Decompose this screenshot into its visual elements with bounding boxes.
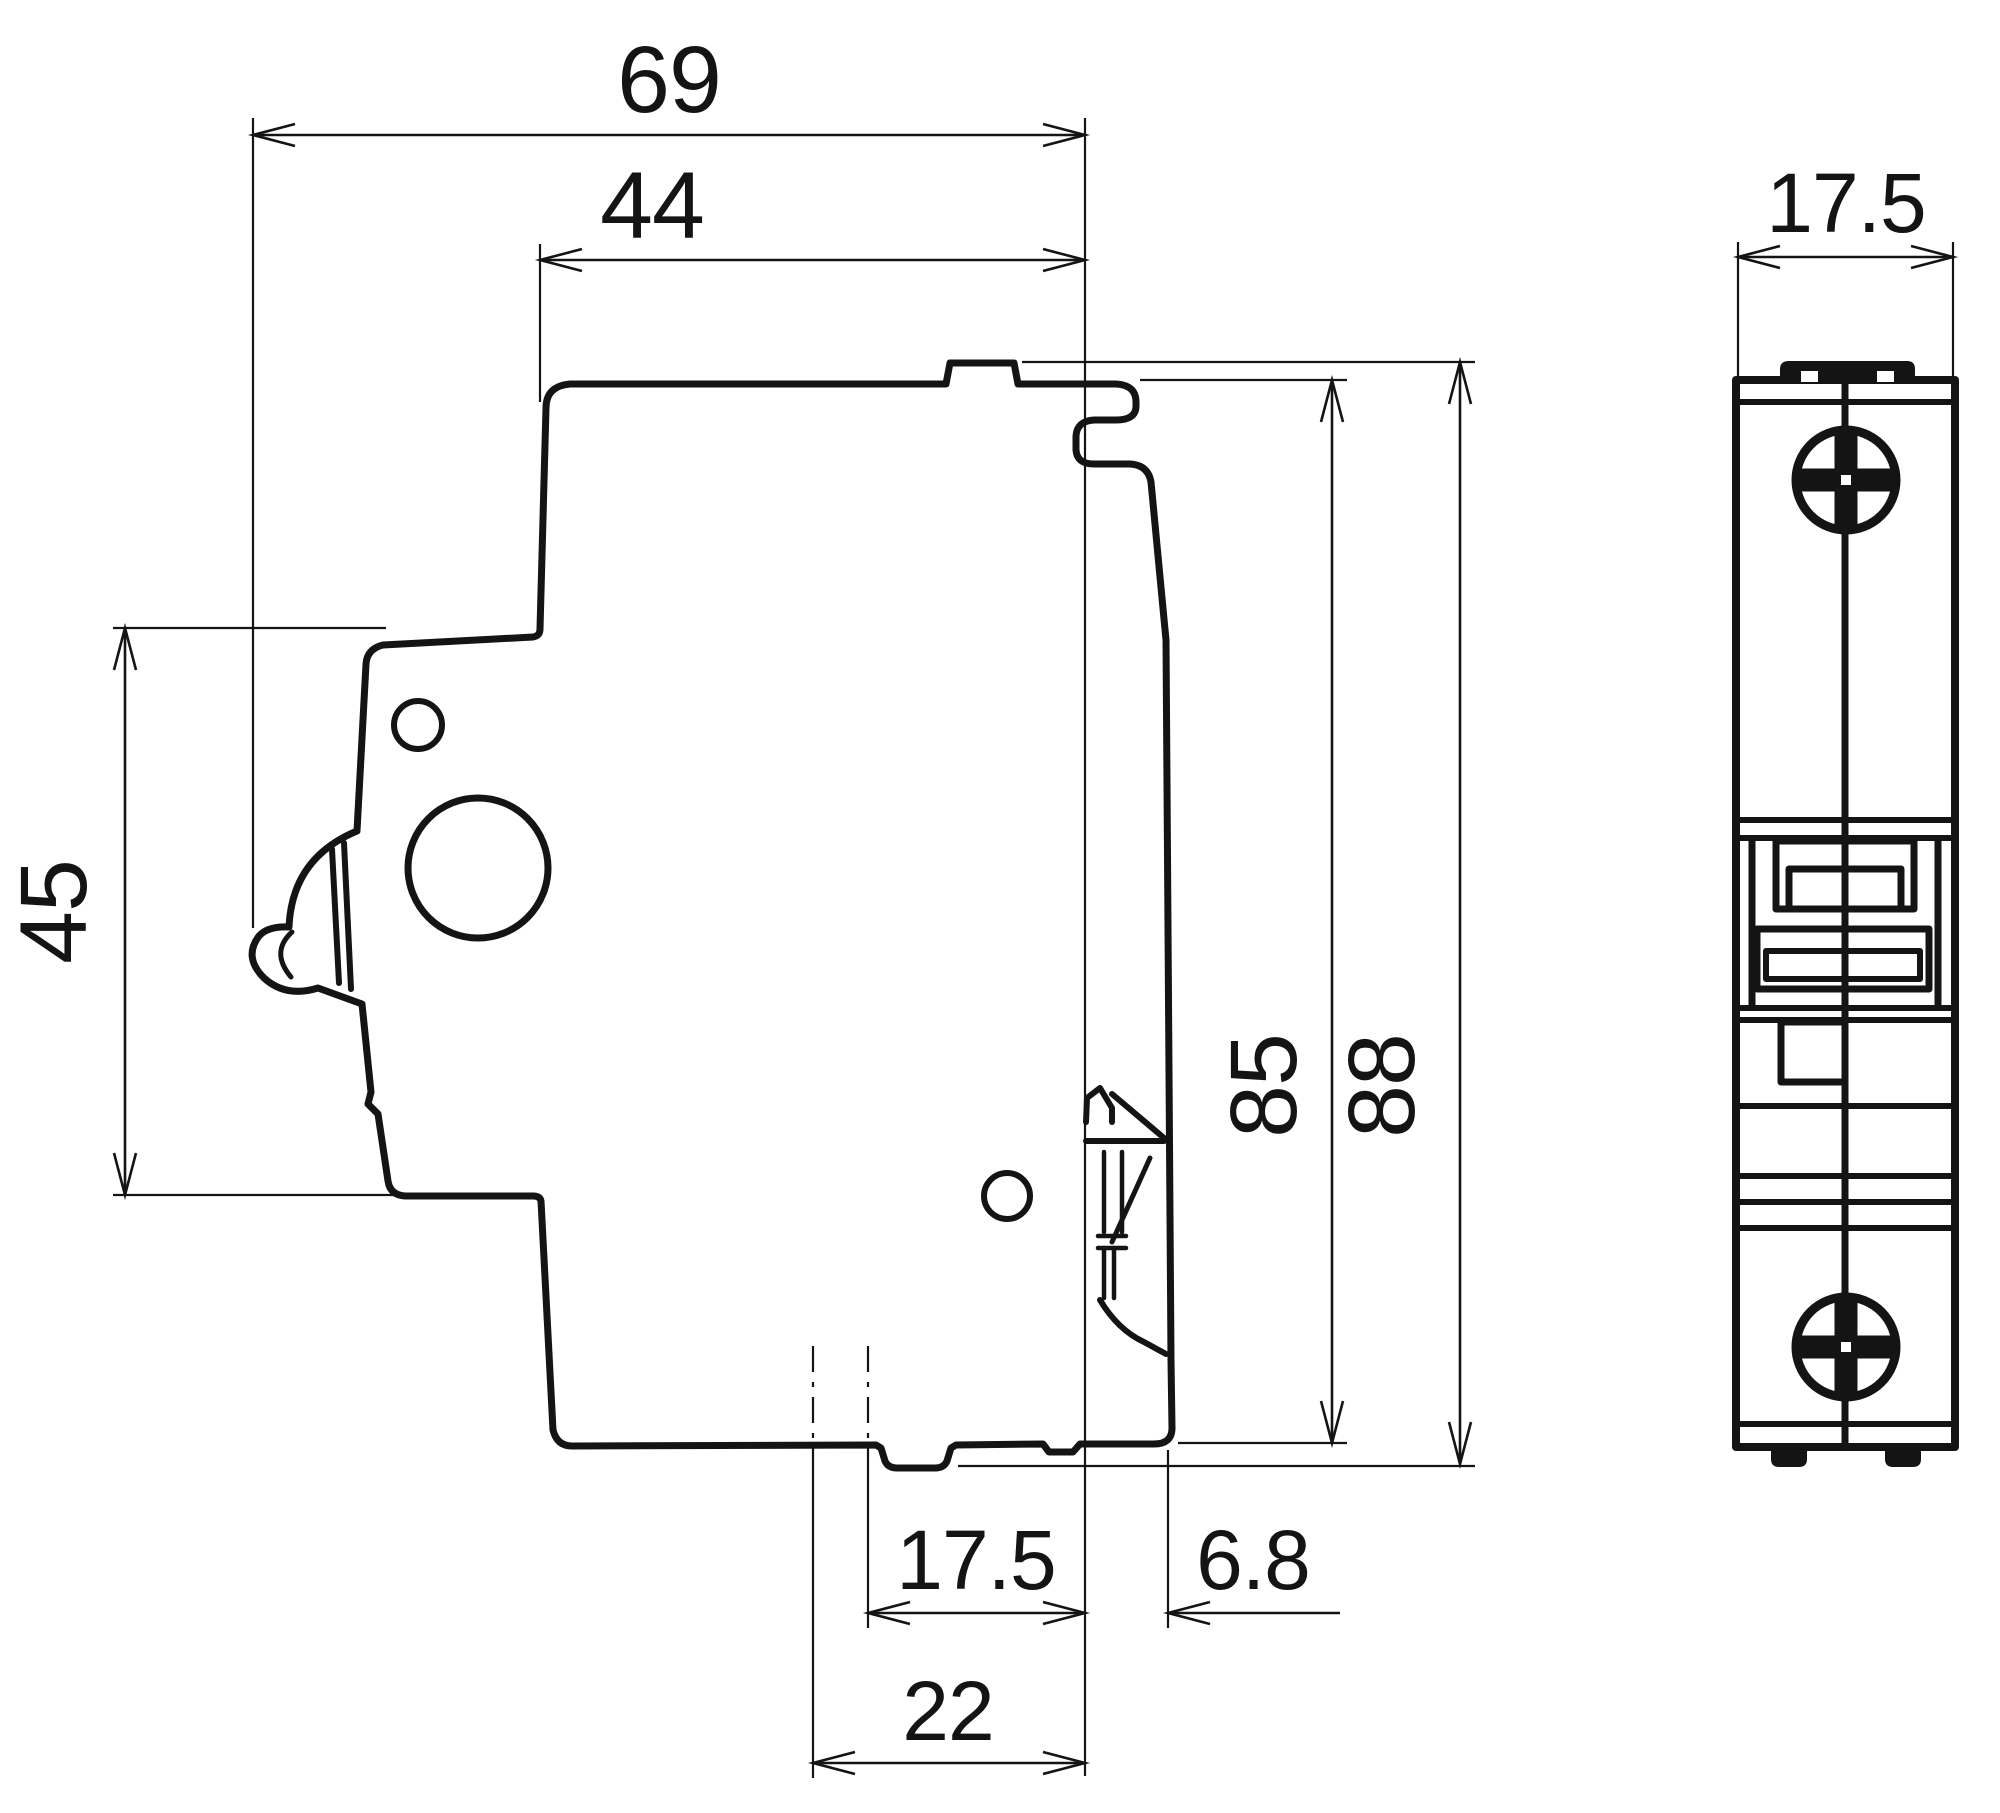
toggle-lever-detail bbox=[278, 840, 354, 992]
clip-pivot-hole bbox=[981, 1170, 1033, 1222]
test-button bbox=[1777, 1018, 1849, 1086]
arrowhead-down bbox=[1447, 1421, 1473, 1470]
tab-notch bbox=[1877, 371, 1894, 382]
front-view bbox=[1732, 361, 1959, 1467]
label-lower-section-depth: 22 bbox=[902, 1664, 993, 1758]
arrowhead-right bbox=[1042, 122, 1091, 148]
label-housing-depth: 44 bbox=[600, 153, 704, 259]
breaker-side-outline bbox=[248, 359, 1176, 1472]
clip-slant-inner bbox=[1109, 1155, 1153, 1245]
toggle-ridge-line bbox=[329, 846, 342, 986]
dimension-22 bbox=[807, 1750, 1091, 1776]
dimension-labels: 69 44 45 85 88 17.5 6.8 22 17.5 bbox=[1, 27, 1927, 1758]
arrowhead-right bbox=[1910, 244, 1959, 270]
arrowhead-right bbox=[1042, 247, 1091, 273]
arrowhead-up bbox=[112, 622, 138, 671]
terminal-screw-top bbox=[1791, 425, 1901, 535]
dimension-88 bbox=[1447, 356, 1473, 1470]
label-overall-depth: 69 bbox=[617, 27, 721, 133]
dimension-69 bbox=[247, 122, 1091, 148]
label-rail-to-back-depth: 17.5 bbox=[896, 1513, 1056, 1607]
dimension-45 bbox=[112, 622, 138, 1201]
dimension-17-5-front bbox=[1732, 244, 1959, 270]
arrowhead-down bbox=[112, 1152, 138, 1201]
toggle-tip-inner-arc bbox=[278, 929, 295, 980]
front-small-hole bbox=[391, 698, 445, 752]
label-module-width: 17.5 bbox=[1766, 156, 1926, 250]
tab-notch bbox=[1801, 371, 1818, 382]
foot-left bbox=[1771, 1447, 1807, 1467]
arrowhead-right bbox=[1042, 1750, 1091, 1776]
dimension-6-8 bbox=[1162, 1600, 1340, 1626]
screw-cross-center bbox=[1841, 1342, 1851, 1352]
din-clip-spring-detail bbox=[1083, 1085, 1169, 1357]
label-front-section-height: 45 bbox=[1, 860, 107, 964]
label-body-height: 85 bbox=[1211, 1034, 1317, 1138]
top-din-tab bbox=[1780, 361, 1915, 382]
arrowhead-up bbox=[1447, 356, 1473, 405]
terminal-screw-bottom bbox=[1791, 1292, 1901, 1402]
label-rail-clip-depth: 6.8 bbox=[1196, 1513, 1310, 1607]
dimension-17-5-side bbox=[862, 1600, 1091, 1626]
arrowhead-right bbox=[1042, 1600, 1091, 1626]
toggle-ridge-line bbox=[341, 840, 354, 992]
front-large-hole bbox=[404, 794, 552, 942]
foot-right bbox=[1885, 1447, 1921, 1467]
arrowhead-down bbox=[1319, 1400, 1345, 1449]
screw-cross-center bbox=[1841, 475, 1851, 485]
extension-lines bbox=[113, 118, 1955, 1778]
label-total-height: 88 bbox=[1329, 1034, 1435, 1138]
arrowhead-left bbox=[862, 1600, 911, 1626]
dimension-lines bbox=[112, 122, 1959, 1776]
clip-peak bbox=[1083, 1085, 1115, 1125]
arrowhead-left bbox=[807, 1750, 856, 1776]
arrowhead-left bbox=[1732, 244, 1781, 270]
bottom-din-feet bbox=[1771, 1447, 1921, 1467]
arrowhead-up bbox=[1319, 374, 1345, 423]
clip-lower-curve bbox=[1097, 1297, 1169, 1357]
dimension-85 bbox=[1319, 374, 1345, 1449]
dimension-44 bbox=[534, 247, 1091, 273]
arrowhead-left bbox=[247, 122, 296, 148]
arrowhead-left-outside bbox=[1162, 1600, 1211, 1626]
side-view bbox=[248, 359, 1176, 1472]
clip-slant-upper bbox=[1109, 1091, 1167, 1141]
tab-body bbox=[1780, 361, 1915, 382]
arrowhead-left bbox=[534, 247, 583, 273]
